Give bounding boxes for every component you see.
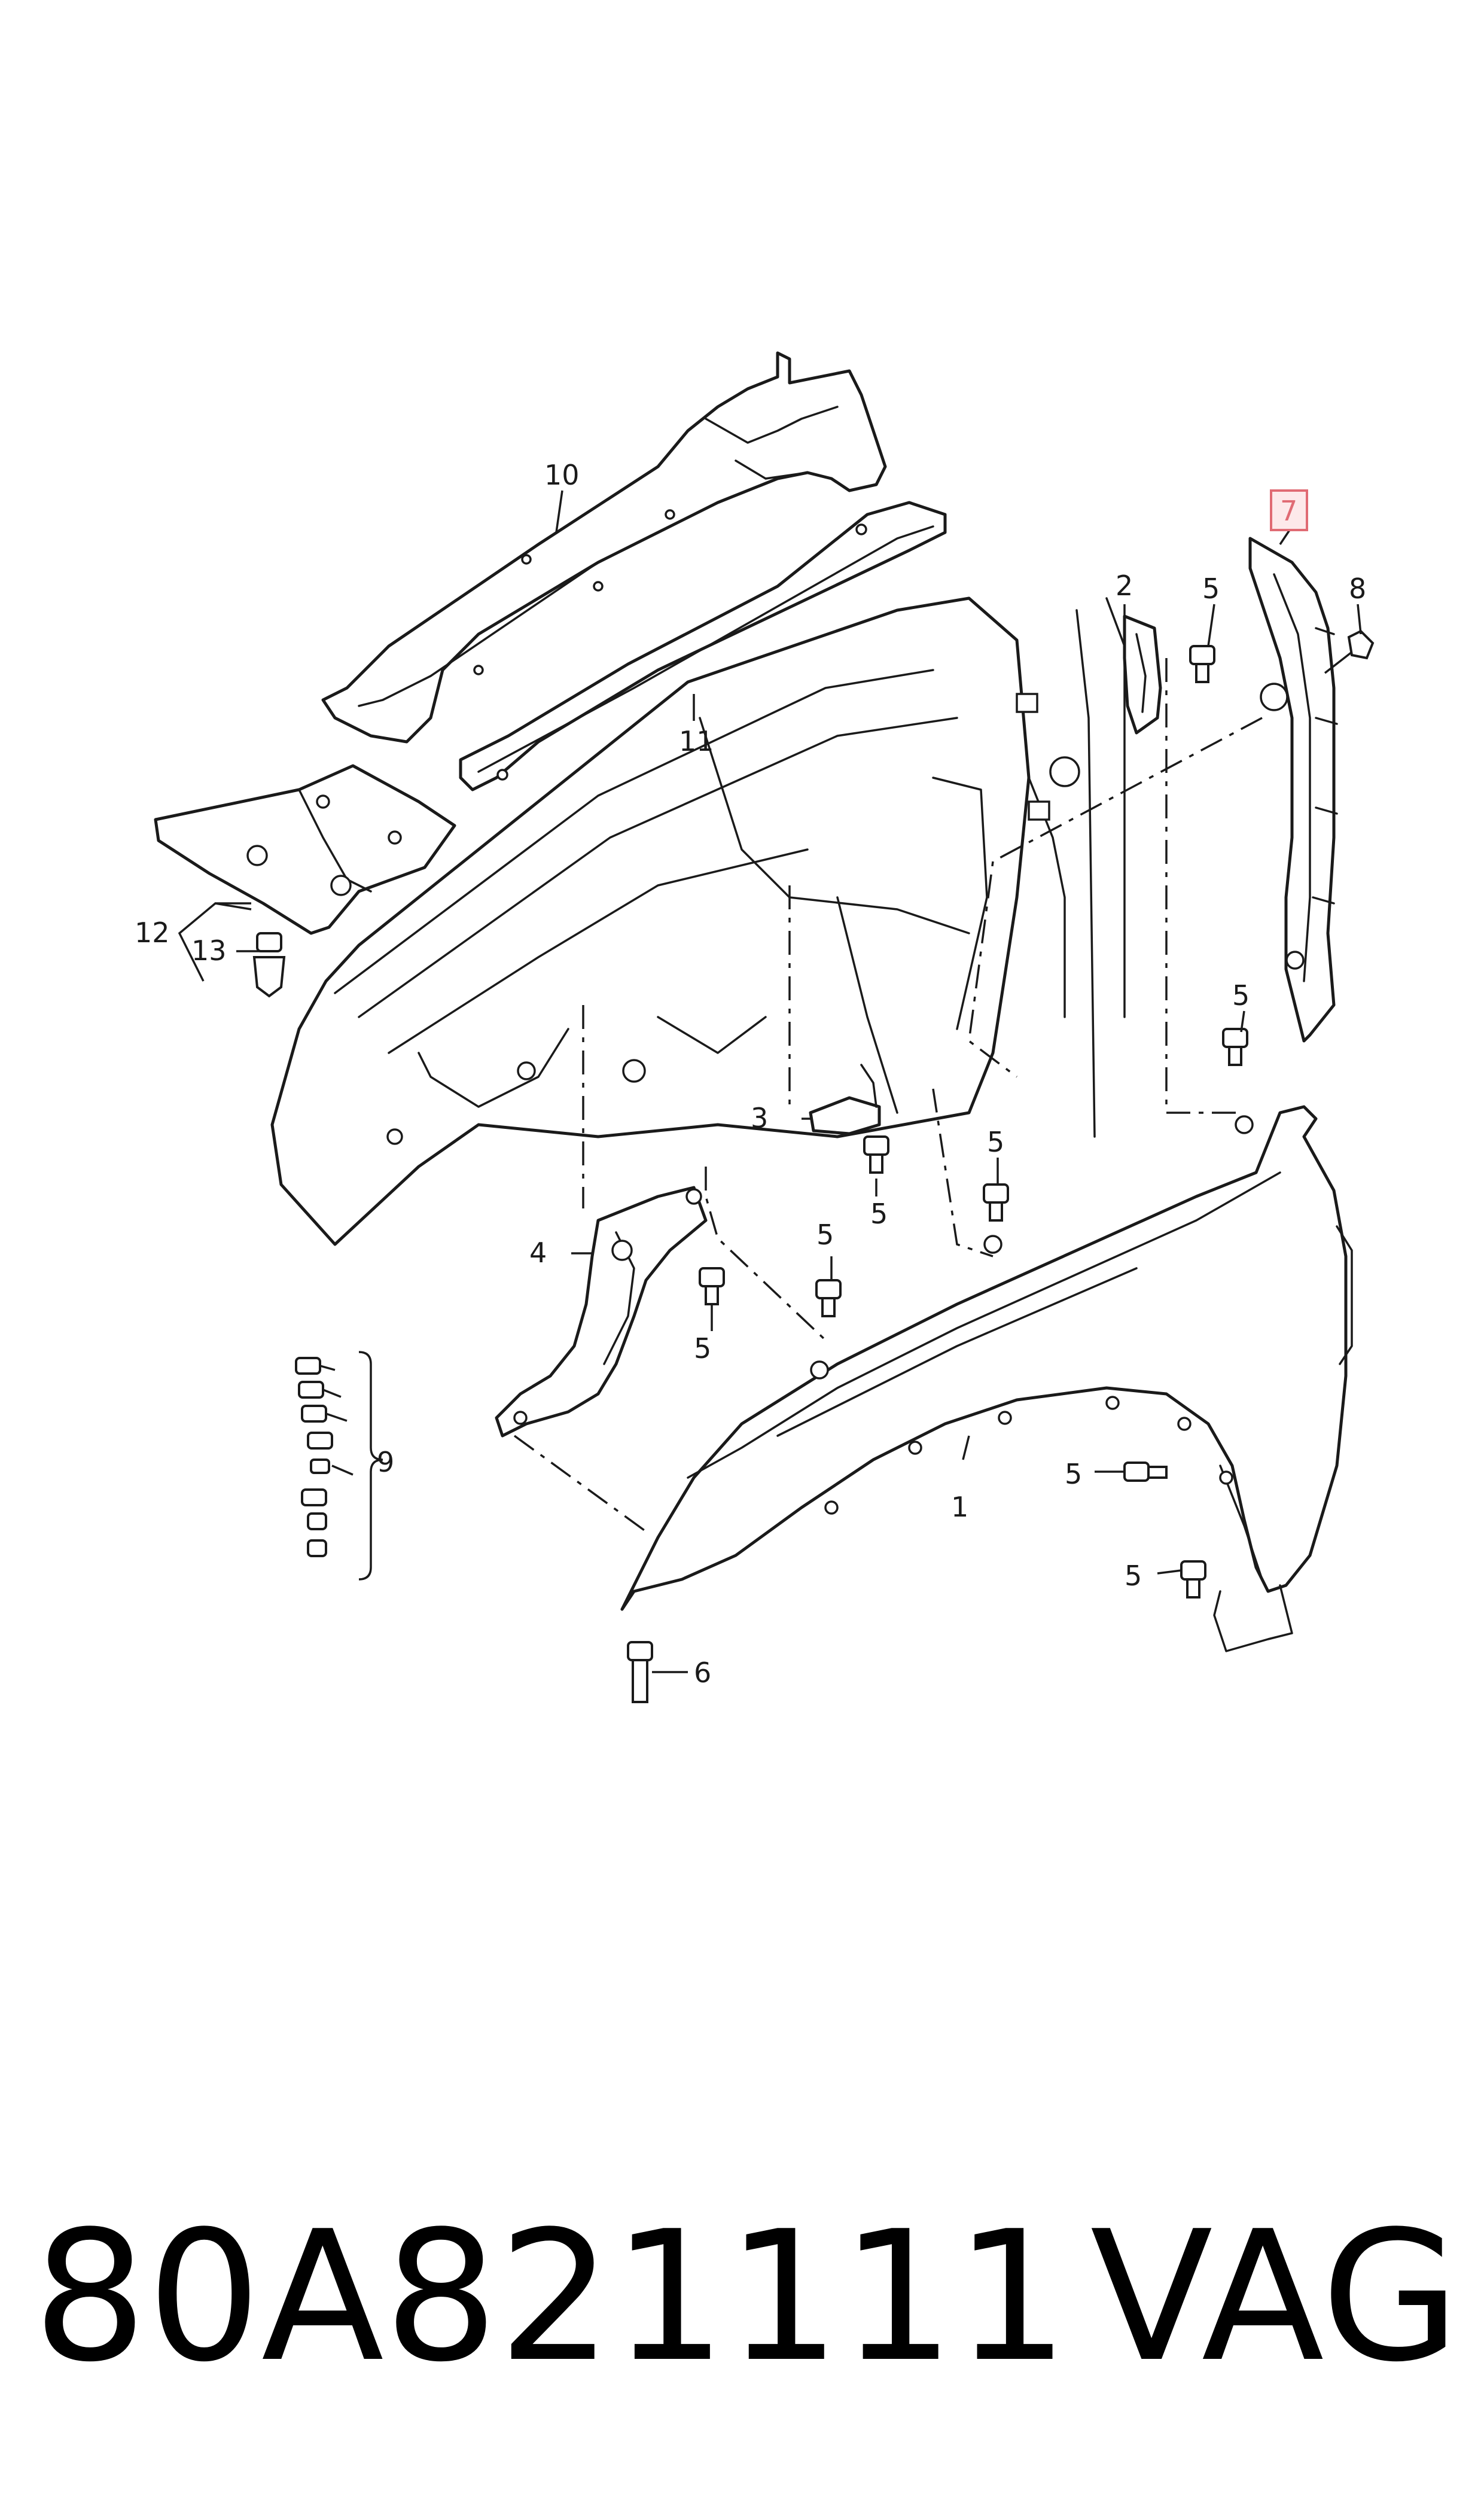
part-7-insulator — [1248, 537, 1338, 1043]
screws — [295, 645, 1248, 1703]
callout-3: 3 — [751, 1102, 768, 1134]
callout-8: 8 — [1349, 573, 1366, 605]
callout-leaders — [178, 490, 1362, 1673]
part-13-clip — [252, 932, 286, 998]
part-11-seal-strip — [459, 501, 947, 791]
screw-5-a — [1189, 645, 1215, 683]
part-12-cover-plate — [154, 764, 456, 935]
callout-6: 6 — [694, 1657, 711, 1689]
callout-9: 9 — [377, 1446, 394, 1478]
callout-13: 13 — [191, 934, 227, 967]
part-number: 80A821111 — [33, 2193, 1069, 2401]
screw-5-c — [863, 1135, 889, 1174]
screw-5-g — [1123, 1462, 1168, 1482]
brand-name: VAG — [1090, 2193, 1460, 2401]
body-structure — [270, 596, 1126, 1246]
callout-4: 4 — [529, 1237, 547, 1269]
screw-5-f — [699, 1267, 725, 1305]
callout-5-a: 5 — [1202, 573, 1220, 605]
callout-2: 2 — [1116, 570, 1133, 602]
highlight-box-7 — [1270, 489, 1308, 531]
callout-7: 7 — [1280, 495, 1297, 527]
callout-1: 1 — [951, 1491, 968, 1523]
part-1-fender — [620, 1105, 1353, 1652]
screw-5-e — [815, 1279, 842, 1317]
callout-5-d: 5 — [987, 1126, 1004, 1158]
part-10-upper-cover — [321, 351, 887, 744]
screw-5-h — [1180, 1560, 1206, 1599]
callout-11: 11 — [679, 725, 714, 757]
callout-5-b: 5 — [1232, 979, 1250, 1012]
part-4-bracket — [495, 1186, 708, 1438]
callout-5-f: 5 — [694, 1332, 711, 1365]
callout-5-g: 5 — [1065, 1458, 1082, 1490]
callout-5-h: 5 — [1125, 1560, 1142, 1592]
callout-12: 12 — [135, 917, 170, 949]
part-2-bracket — [1123, 614, 1162, 735]
part-8-clip — [1324, 629, 1375, 674]
screw-kit-9 — [295, 1357, 354, 1557]
alignment-lines — [513, 658, 1263, 1533]
part-3-bracket — [809, 1064, 881, 1135]
callout-10: 10 — [544, 459, 580, 491]
screw-5-d — [983, 1183, 1009, 1222]
screw-6 — [627, 1641, 653, 1703]
callout-labels: 10 11 12 13 2 5 7 8 5 3 5 5 4 5 5 9 1 5 … — [135, 459, 1366, 1689]
screw-5-b — [1222, 1028, 1248, 1066]
callout-5-c: 5 — [870, 1198, 888, 1230]
callout-5-e: 5 — [816, 1219, 834, 1251]
